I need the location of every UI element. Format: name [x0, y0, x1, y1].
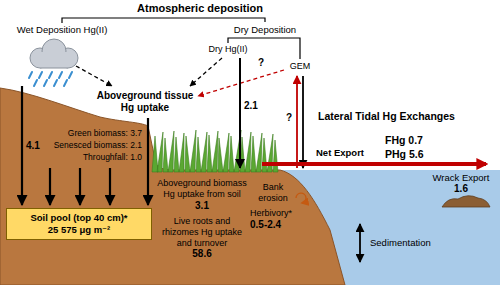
rain-cloud [29, 39, 78, 86]
unknown-mark: ? [286, 112, 292, 124]
export-arrow [262, 162, 486, 166]
flux-arrow [147, 118, 149, 205]
species-label: Dry Hg(II) [198, 44, 258, 55]
flux-label: Live roots and rhizomes Hg uptake and tu… [156, 216, 248, 248]
source-label: Wet Deposition Hg(II) [2, 24, 122, 35]
flux-value: 58.6 [156, 248, 248, 260]
flux-arrow [109, 168, 111, 205]
dashed-arrow [76, 66, 112, 86]
flux-value: 2.1 [244, 100, 258, 112]
flux-arrow [302, 76, 304, 168]
dashed-arrow [190, 58, 222, 86]
marsh-grass [152, 130, 278, 172]
pool-text: Soil pool (top 40 cm)* [11, 212, 147, 224]
flux-arrow [21, 86, 23, 205]
wrack-pile [442, 196, 490, 207]
flux-label: Aboveground biomass Hg uptake from soil [156, 178, 248, 200]
process-label: Aboveground tissue Hg uptake [96, 90, 194, 114]
flux-value: 3.1 [156, 200, 248, 212]
flux-arrow [79, 168, 81, 205]
flux-arrow [49, 168, 51, 205]
process-label: Bank erosion [250, 182, 296, 204]
bracket [62, 18, 265, 23]
source-label: Dry Deposition [222, 24, 308, 35]
flux-label: Green biomass: 3.7 [34, 128, 142, 138]
species-label: GEM [285, 61, 315, 72]
flux-label: Wrack Export [425, 172, 497, 183]
flux-label: Throughfall: 1.0 [34, 152, 142, 162]
flux-value: 0.5-2.4 [250, 219, 281, 231]
flux-value: 4.1 [26, 140, 40, 152]
flux-label: Net Export [316, 147, 364, 158]
flux-value: 1.6 [425, 183, 497, 195]
flux-arrow [296, 76, 298, 168]
flux-label: Herbivory* [250, 208, 292, 219]
section-heading: Lateral Tidal Hg Exchanges [318, 110, 496, 123]
diagram-title: Atmospheric deposition [100, 2, 300, 15]
flux-value: FHg 0.7 [385, 134, 423, 147]
sedimentation-arrow [359, 224, 361, 262]
marsh-ground [0, 88, 345, 285]
flux-label: Senesced biomass: 2.1 [34, 140, 142, 150]
erosion-icon [296, 193, 306, 203]
unknown-mark: ? [258, 57, 264, 69]
flux-arrow [239, 58, 241, 168]
process-label: Sedimentation [370, 237, 431, 248]
pool-box: Soil pool (top 40 cm)*25 575 μg m⁻² [6, 208, 152, 240]
pool-text: 25 575 μg m⁻² [11, 224, 147, 236]
flux-value: PHg 5.6 [385, 148, 424, 161]
